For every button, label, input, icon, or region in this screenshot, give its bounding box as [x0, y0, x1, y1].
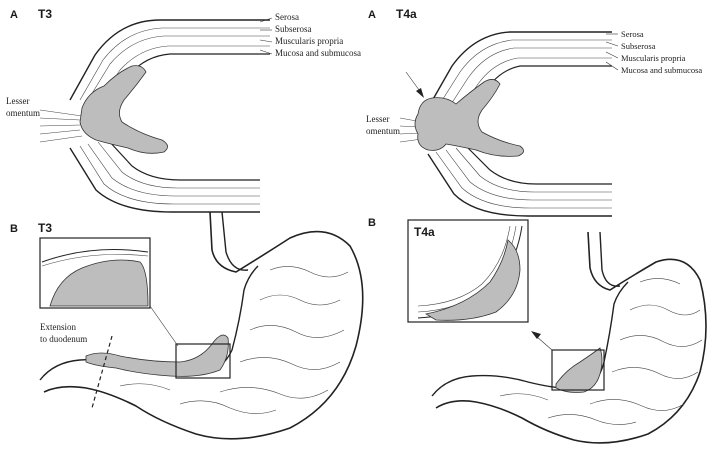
- panel-letter: B: [10, 223, 18, 235]
- layer-subserosa: Subserosa: [621, 41, 656, 51]
- duodenum-boundary-line: [92, 336, 112, 408]
- lower-wall: [428, 146, 612, 216]
- omentum-strands: [40, 110, 82, 142]
- layer-muscularis: Muscularis propria: [621, 53, 686, 63]
- panel-top-left: A T3: [6, 7, 361, 212]
- tumor-mass: [556, 348, 602, 393]
- stage-title: T3: [38, 7, 52, 21]
- panel-top-right: A T4a: [366, 7, 702, 216]
- layer-subserosa: Subserosa: [275, 24, 312, 34]
- panel-bottom-right: B T4a: [368, 217, 706, 443]
- stage-title: T4a: [396, 7, 417, 21]
- layer-serosa: Serosa: [621, 29, 644, 39]
- panel-bottom-left: B T3 Extension to: [10, 212, 363, 439]
- stage-title: T3: [38, 221, 52, 235]
- layer-serosa: Serosa: [275, 12, 299, 22]
- lesser-omentum-label-2: omentum: [366, 126, 400, 136]
- layer-muscularis: Muscularis propria: [275, 36, 343, 46]
- layer-mucosa: Mucosa and submucosa: [621, 65, 702, 75]
- inset-stage-title: T4a: [414, 225, 435, 239]
- tumor-mass: [415, 79, 524, 156]
- panel-letter: B: [368, 217, 376, 229]
- detail-inset: [40, 238, 150, 308]
- layer-labels: Serosa Subserosa Muscularis propria Muco…: [260, 12, 361, 58]
- inset-arrow: [531, 331, 552, 350]
- tumor-mass: [86, 335, 228, 376]
- panel-letter: A: [10, 9, 18, 21]
- layer-labels: Serosa Subserosa Muscularis propria Muco…: [606, 29, 702, 75]
- detail-inset: T4a: [408, 220, 528, 322]
- extension-label-1: Extension: [40, 322, 76, 332]
- tumor-mass: [80, 66, 168, 154]
- lesser-omentum-label-1: Lesser: [6, 96, 30, 106]
- panel-letter: A: [368, 9, 376, 21]
- extension-label-2: to duodenum: [40, 334, 87, 344]
- invasion-arrow: [406, 72, 424, 98]
- lesser-omentum-label-1: Lesser: [366, 114, 390, 124]
- lesser-omentum-label-2: omentum: [6, 108, 40, 118]
- layer-mucosa: Mucosa and submucosa: [275, 48, 361, 58]
